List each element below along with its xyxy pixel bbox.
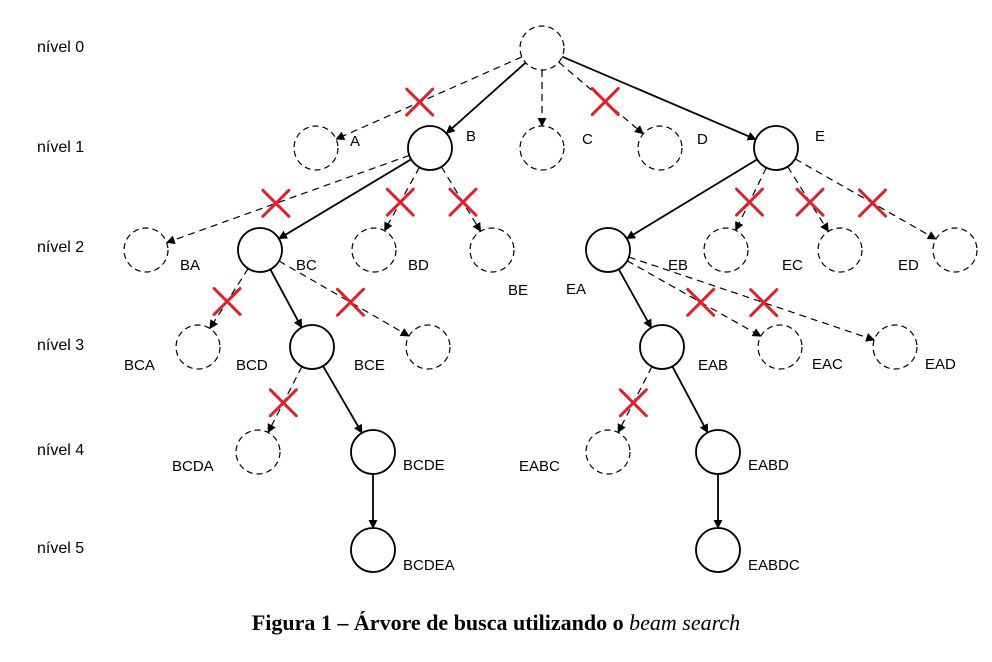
node-label-EAD: EAD <box>925 356 956 373</box>
edge-BC-BCD <box>269 268 303 329</box>
node-label-BCA: BCA <box>124 357 155 374</box>
node-BE <box>469 227 515 273</box>
level-labels: nível 0 nível 1 nível 2 nível 3 nível 4 … <box>37 39 84 557</box>
node-label-BCDA: BCDA <box>172 458 214 475</box>
level-label-3: nível 3 <box>37 337 84 354</box>
node-EAC <box>757 324 803 370</box>
node-label-EABDC: EABDC <box>748 557 800 574</box>
pruned-cross-A <box>405 87 435 117</box>
edge-root-E <box>561 55 757 141</box>
edge-B-BA <box>165 154 410 245</box>
pruned-cross-BA <box>261 188 291 218</box>
node-label-BCE: BCE <box>354 357 385 374</box>
node-BC <box>237 227 283 273</box>
node-C <box>519 125 565 171</box>
node-label-BE: BE <box>508 282 528 299</box>
pruned-cross-EC <box>795 187 825 217</box>
node-EAB <box>639 324 685 370</box>
node-BCDEA <box>350 527 396 573</box>
node-root <box>519 25 565 71</box>
pruned-cross-D <box>590 87 620 117</box>
node-BCDE <box>350 429 396 475</box>
pruned-cross-ED <box>858 188 888 218</box>
caption-text: Figura 1 – Árvore de busca utilizando o <box>251 610 630 635</box>
edge-B-BC <box>278 158 412 240</box>
node-EAD <box>872 324 918 370</box>
edge-root-B <box>445 61 527 135</box>
node-label-BCDE: BCDE <box>403 457 445 474</box>
pruned-cross-EAC <box>686 287 716 317</box>
pruned-cross-BE <box>448 187 478 217</box>
node-EABC <box>585 429 631 475</box>
node-label-BCD: BCD <box>236 357 268 374</box>
pruned-cross-BCA <box>212 286 242 316</box>
node-label-BC: BC <box>296 257 317 274</box>
level-label-1: nível 1 <box>37 139 84 156</box>
node-label-C: C <box>582 131 593 148</box>
node-label-EA: EA <box>566 281 586 298</box>
node-BCE <box>405 324 451 370</box>
edge-BC-BCE <box>278 260 410 337</box>
pruned-cross-EABC <box>618 388 648 418</box>
node-A <box>293 125 339 171</box>
edge-EA-EAB <box>617 268 653 329</box>
edge-E-EA <box>626 158 758 240</box>
pruned-cross-BCDA <box>268 388 298 418</box>
node-label-BA: BA <box>180 257 200 274</box>
node-E <box>753 125 799 171</box>
node-label-EAB: EAB <box>698 357 728 374</box>
pruned-cross-BCE <box>335 287 365 317</box>
level-label-4: nível 4 <box>37 442 84 459</box>
pruned-cross-EB <box>734 187 764 217</box>
caption-emphasis: beam search <box>629 610 741 635</box>
node-ED <box>932 227 978 273</box>
pruned-cross-BD <box>385 187 415 217</box>
node-EB <box>703 227 749 273</box>
node-D <box>637 125 683 171</box>
level-label-5: nível 5 <box>37 540 84 557</box>
edge-BCD-BCDE <box>322 365 363 434</box>
node-BA <box>123 227 169 273</box>
node-label-EAC: EAC <box>812 356 843 373</box>
edge-EAB-EABD <box>671 365 709 434</box>
edge-E-ED <box>794 158 937 240</box>
level-label-2: nível 2 <box>37 239 84 256</box>
node-B <box>407 125 453 171</box>
figure-caption: Figura 1 – Árvore de busca utilizando o … <box>0 610 992 636</box>
node-label-EABC: EABC <box>519 458 560 475</box>
node-label-ED: ED <box>898 257 919 274</box>
node-BD <box>351 227 397 273</box>
level-label-0: nível 0 <box>37 39 84 56</box>
pruned-marks <box>212 87 888 418</box>
beam-search-tree: nível 0 nível 1 nível 2 nível 3 nível 4 … <box>37 25 978 574</box>
edge-EA-EAC <box>626 260 762 337</box>
node-label-D: D <box>697 131 708 148</box>
node-EC <box>817 227 863 273</box>
node-label-EC: EC <box>782 257 803 274</box>
node-BCDA <box>235 429 281 475</box>
node-label-BD: BD <box>408 257 429 274</box>
node-EA <box>585 227 631 273</box>
node-label-EB: EB <box>668 257 688 274</box>
node-label-BCDEA: BCDEA <box>403 557 455 574</box>
node-label-B: B <box>466 128 476 145</box>
node-EABDC <box>695 527 741 573</box>
node-EABD <box>695 429 741 475</box>
node-label-EABD: EABD <box>748 457 789 474</box>
node-label-E: E <box>815 128 825 145</box>
pruned-cross-EAD <box>749 288 779 318</box>
edge-root-D <box>558 61 644 135</box>
node-label-A: A <box>350 133 360 150</box>
edge-root-A <box>335 56 523 140</box>
node-BCA <box>175 324 221 370</box>
node-BCD <box>289 324 335 370</box>
